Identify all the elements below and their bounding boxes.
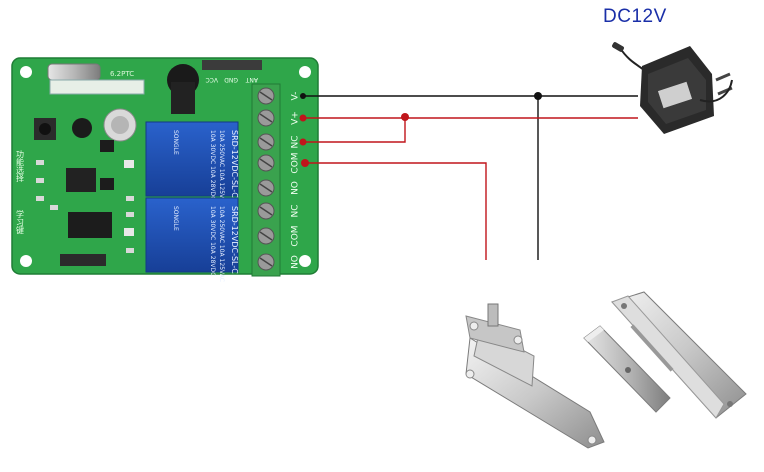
wire-positive-jumper [303,118,406,143]
maglock-face [611,295,725,419]
armature-hole [625,367,631,373]
adapter-wire [699,79,733,103]
terminal-dot-nc [299,138,307,146]
smd-part [36,196,44,201]
smd-part [50,205,58,210]
mount-hole [299,255,311,267]
bolt-lock-screw [587,435,597,445]
electric-bolt-lock-icon [465,303,605,449]
relay-1-model: SRD-12VDC-SL-C [230,130,239,198]
header-label-gnd: GND [224,76,238,83]
relay-1-body [145,121,239,197]
terminal-label: V- [291,92,301,101]
ic-chip [68,212,112,238]
bolt-lock-pin [487,303,499,327]
smd-parts [36,160,134,253]
header-label-vcc: VCC [206,76,218,83]
terminal-screw-slot [259,91,273,101]
smd-part [36,160,44,165]
terminal-label: V+ [291,111,301,125]
maglock-screw [621,303,627,309]
terminal-screw-slot [259,137,273,147]
rf-module [49,79,145,95]
terminal-screw-slot [259,257,273,267]
junction-negative [534,92,542,100]
terminal-screw-slot [259,113,273,123]
mount-hole [20,255,32,267]
bolt-lock-screw [465,369,475,379]
mount-hole [299,66,311,78]
terminal-label: NO [291,181,301,195]
terminal-labels: V- V+ NC COM NO NC COM NO [291,92,301,269]
relay-2-model: SRD-12VDC-SL-C [230,206,239,274]
smd-part [126,248,134,253]
power-adapter-icon [612,42,733,134]
terminal-screw-slot [259,158,273,168]
terminal-label: NC [291,135,301,148]
ic-chip [66,168,96,192]
adapter-plug [612,42,624,52]
header-labels: ANT GND VCC [206,76,258,83]
relay-1-rating-2: 10A 30VDC 10A 28VDC [209,130,216,200]
magnetic-lock-icon [611,291,747,419]
relay-2-brand: SONGLE [172,206,179,231]
transistor [100,140,114,152]
relay-2: SRD-12VDC-SL-C 10A 250VAC 10A 125VAC 10A… [145,197,239,282]
maglock-slot [630,324,674,372]
terminal-screw-slot [259,231,273,241]
crystal [47,63,101,81]
crystal-text: 6.2PTC [110,70,134,78]
terminal-label: NC [291,204,301,217]
capacitor-top [111,116,129,134]
terminal-label: COM [291,225,301,246]
transistor [100,178,114,190]
adapter-cable [619,47,645,71]
mount-hole [20,66,32,78]
maglock-screw [727,401,733,407]
adapter-label [657,81,693,109]
capacitor-small [72,118,92,138]
relay-1-brand: SONGLE [172,130,179,155]
junction-positive [401,113,409,121]
wire-lock [303,162,487,260]
terminal-screw-slot [259,206,273,216]
terminal-block [251,83,281,277]
relay-board: ANT GND VCC 6.2PTC [11,57,319,282]
power-label: DC12V [603,6,667,27]
adapter-prong [715,72,733,96]
relay-1: SRD-12VDC-SL-C 10A 250VAC 10A 125VAC 10A… [145,121,239,206]
terminal-dot-com [301,159,309,167]
terminal-label: NO [291,255,301,269]
led [124,160,134,168]
led [124,228,134,236]
wires [299,92,638,260]
antenna-coil-body [171,82,195,114]
relay-2-body [145,197,239,273]
side-text-learn: 学习键 [16,209,25,235]
terminal-dot-v-plus [299,114,307,122]
smd-part [126,212,134,217]
smd-part [36,178,44,183]
relay-1-rating-1: 10A 250VAC 10A 125VAC [218,130,225,206]
jumper-header [60,254,106,266]
bolt-lock-plate [465,315,525,353]
magnetic-lock-armature-icon [583,325,671,413]
smd-part [126,196,134,201]
terminal-screw-slot [259,183,273,193]
relay-2-rating-1: 10A 250VAC 10A 125VAC [218,206,225,282]
relay-2-rating-2: 10A 30VDC 10A 28VDC [209,206,216,276]
pin-header [202,60,262,70]
learn-button-cap [39,123,51,135]
armature-top [584,326,604,342]
side-text-function: 功能选择 [16,149,25,183]
bolt-lock-screw [513,335,523,345]
terminal-dot-v-minus [300,93,306,99]
bolt-lock-screw [469,321,479,331]
header-label-ant: ANT [245,76,258,83]
terminal-label: COM [291,152,301,173]
